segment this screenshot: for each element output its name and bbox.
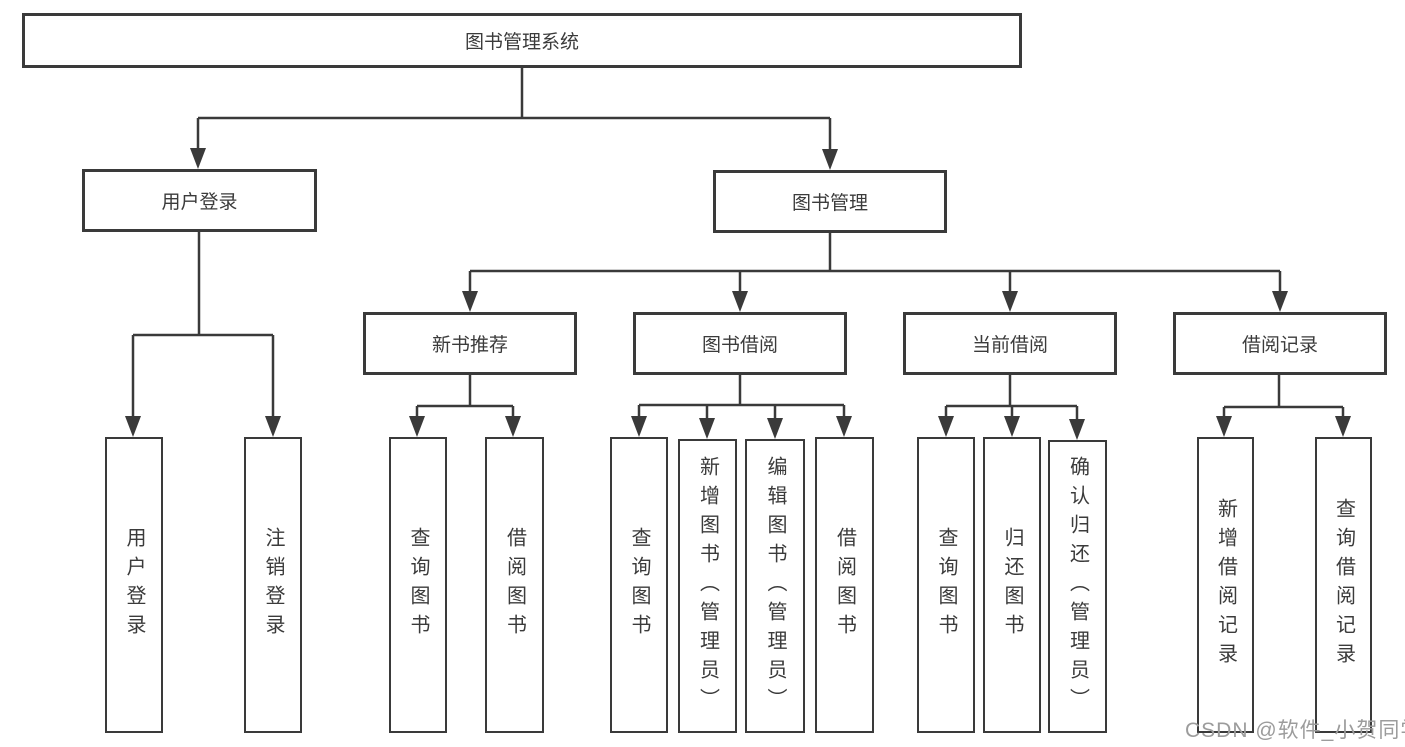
csdn-watermark: CSDN @软件_小贺同学 — [1185, 719, 1405, 742]
leaf-edit-book-admin-label: 编辑图书（管理员） — [764, 455, 786, 717]
node-book-management: 图书管理 — [713, 170, 947, 233]
node-book-management-label: 图书管理 — [791, 193, 868, 214]
leaf-logout-label: 注销登录 — [262, 527, 284, 643]
leaf-recommend-borrow-book-label: 借阅图书 — [503, 527, 526, 643]
node-current-borrow: 当前借阅 — [903, 312, 1117, 375]
node-book-borrow-label: 图书借阅 — [701, 335, 778, 356]
node-user-login-label: 用户登录 — [161, 192, 238, 213]
leaf-borrow-book-label: 借阅图书 — [833, 527, 856, 643]
node-borrow-records: 借阅记录 — [1173, 312, 1387, 375]
leaf-return-book: 归还图书 — [983, 437, 1041, 733]
leaf-return-book-label: 归还图书 — [1001, 527, 1023, 643]
leaf-add-borrow-record-label: 新增借阅记录 — [1214, 498, 1237, 672]
leaf-user-login-label: 用户登录 — [123, 527, 145, 643]
node-user-login: 用户登录 — [82, 169, 317, 232]
arrowheads — [125, 148, 1351, 440]
node-book-borrow: 图书借阅 — [633, 312, 847, 375]
leaf-query-borrow-record: 查询借阅记录 — [1315, 437, 1372, 733]
leaf-recommend-query-book: 查询图书 — [389, 437, 447, 733]
leaf-borrow-book: 借阅图书 — [815, 437, 874, 733]
node-root: 图书管理系统 — [22, 13, 1022, 68]
leaf-logout: 注销登录 — [244, 437, 302, 733]
leaf-add-book-admin: 新增图书（管理员） — [678, 439, 737, 733]
node-borrow-records-label: 借阅记录 — [1241, 335, 1318, 356]
leaf-recommend-borrow-book: 借阅图书 — [485, 437, 544, 733]
node-new-book-recommend: 新书推荐 — [363, 312, 577, 375]
leaf-query-borrow-record-label: 查询借阅记录 — [1332, 498, 1355, 672]
leaf-add-borrow-record: 新增借阅记录 — [1197, 437, 1254, 733]
leaf-recommend-query-book-label: 查询图书 — [407, 527, 429, 643]
leaf-user-login: 用户登录 — [105, 437, 163, 733]
leaf-confirm-return-admin: 确认归还（管理员） — [1048, 440, 1107, 733]
leaf-current-query-book: 查询图书 — [917, 437, 975, 733]
leaf-current-query-book-label: 查询图书 — [935, 527, 957, 643]
node-new-book-recommend-label: 新书推荐 — [431, 335, 508, 356]
leaf-add-book-admin-label: 新增图书（管理员） — [696, 455, 719, 717]
node-root-label: 图书管理系统 — [464, 32, 579, 53]
leaf-borrow-query-book: 查询图书 — [610, 437, 668, 733]
leaf-confirm-return-admin-label: 确认归还（管理员） — [1066, 456, 1089, 717]
node-current-borrow-label: 当前借阅 — [971, 335, 1048, 356]
leaf-borrow-query-book-label: 查询图书 — [628, 527, 650, 643]
leaf-edit-book-admin: 编辑图书（管理员） — [745, 439, 805, 733]
